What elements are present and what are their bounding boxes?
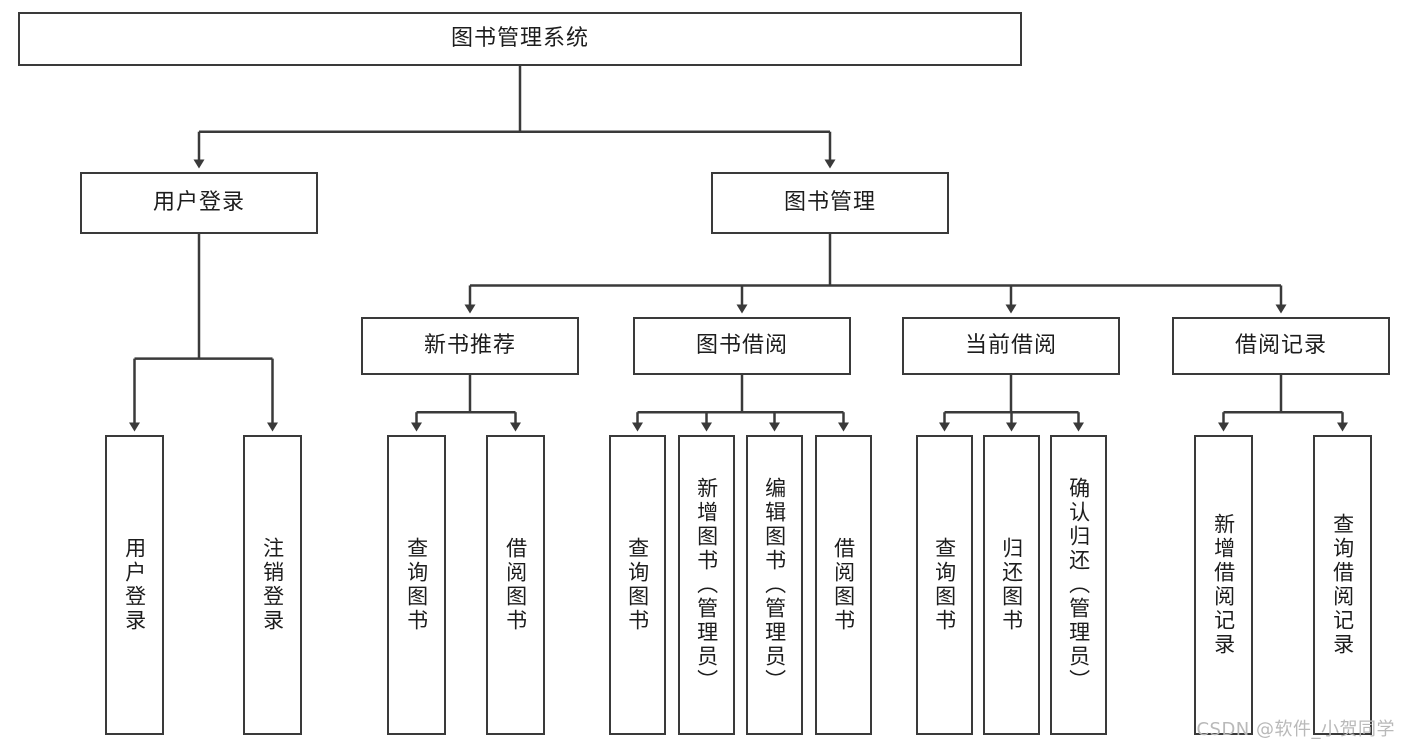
node-leaf-edit-book[interactable]: 编辑图书（管理员） bbox=[746, 435, 803, 735]
node-label: 确认归还（管理员） bbox=[1066, 477, 1091, 693]
node-book-manage[interactable]: 图书管理 bbox=[711, 172, 949, 234]
node-label: 归还图书 bbox=[999, 537, 1024, 633]
node-label: 查询图书 bbox=[625, 537, 650, 633]
node-user-login[interactable]: 用户登录 bbox=[80, 172, 318, 234]
node-leaf-query-book-2[interactable]: 查询图书 bbox=[609, 435, 666, 735]
node-label: 编辑图书（管理员） bbox=[762, 477, 787, 693]
node-label: 用户登录 bbox=[122, 537, 147, 633]
node-leaf-add-book[interactable]: 新增图书（管理员） bbox=[678, 435, 735, 735]
node-borrow-record[interactable]: 借阅记录 bbox=[1172, 317, 1390, 375]
node-leaf-borrow-book-1[interactable]: 借阅图书 bbox=[486, 435, 545, 735]
node-label: 当前借阅 bbox=[964, 332, 1057, 358]
node-leaf-add-record[interactable]: 新增借阅记录 bbox=[1194, 435, 1253, 735]
node-label: 查询图书 bbox=[404, 537, 429, 633]
node-label: 借阅图书 bbox=[831, 537, 856, 633]
node-root[interactable]: 图书管理系统 bbox=[18, 12, 1022, 66]
node-label: 注销登录 bbox=[260, 537, 285, 633]
node-label: 借阅图书 bbox=[503, 537, 528, 633]
node-leaf-query-record[interactable]: 查询借阅记录 bbox=[1313, 435, 1372, 735]
node-leaf-return-book[interactable]: 归还图书 bbox=[983, 435, 1040, 735]
node-label: 借阅记录 bbox=[1234, 332, 1327, 358]
csdn-watermark: CSDN @软件_小贺同学 bbox=[1196, 719, 1395, 740]
node-book-borrow[interactable]: 图书借阅 bbox=[633, 317, 851, 375]
node-label: 图书借阅 bbox=[695, 332, 788, 358]
node-leaf-user-login[interactable]: 用户登录 bbox=[105, 435, 164, 735]
node-label: 用户登录 bbox=[152, 189, 245, 215]
node-leaf-query-book-3[interactable]: 查询图书 bbox=[916, 435, 973, 735]
node-label: 查询图书 bbox=[932, 537, 957, 633]
node-leaf-borrow-book-2[interactable]: 借阅图书 bbox=[815, 435, 872, 735]
node-label: 图书管理系统 bbox=[450, 25, 589, 51]
node-current-borrow[interactable]: 当前借阅 bbox=[902, 317, 1120, 375]
node-new-book-rec[interactable]: 新书推荐 bbox=[361, 317, 579, 375]
node-leaf-query-book-1[interactable]: 查询图书 bbox=[387, 435, 446, 735]
node-label: 新书推荐 bbox=[423, 332, 516, 358]
node-label: 新增借阅记录 bbox=[1211, 513, 1236, 657]
node-leaf-confirm-return[interactable]: 确认归还（管理员） bbox=[1050, 435, 1107, 735]
node-label: 查询借阅记录 bbox=[1330, 513, 1355, 657]
node-leaf-user-logout[interactable]: 注销登录 bbox=[243, 435, 302, 735]
node-label: 新增图书（管理员） bbox=[694, 477, 719, 693]
node-label: 图书管理 bbox=[783, 189, 876, 215]
